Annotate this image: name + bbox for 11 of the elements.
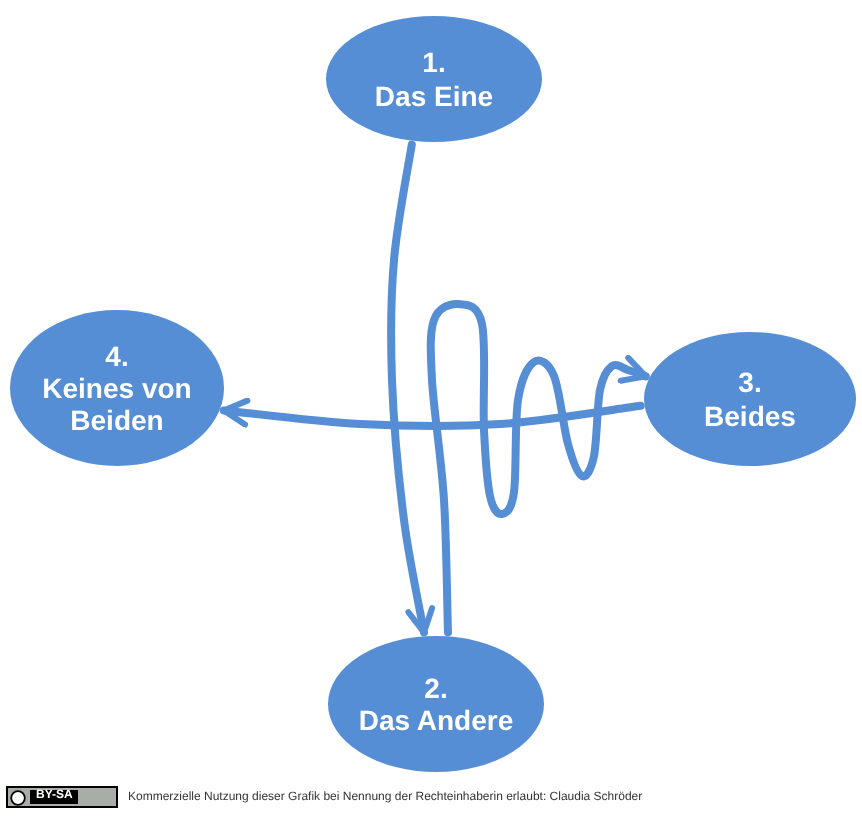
curved-arrow <box>387 140 435 637</box>
step-label: Keines von Beiden <box>40 371 194 437</box>
step-label: Das Andere <box>358 704 514 737</box>
step-number: 4. <box>105 339 129 372</box>
step-number: 2. <box>424 671 448 704</box>
step-number: 3. <box>738 366 762 399</box>
step-label: Das Eine <box>374 79 494 112</box>
step-number: 1. <box>422 46 446 79</box>
step-label: Beides <box>704 399 796 432</box>
curved-arrow <box>219 397 645 430</box>
curved-arrow <box>426 299 650 637</box>
